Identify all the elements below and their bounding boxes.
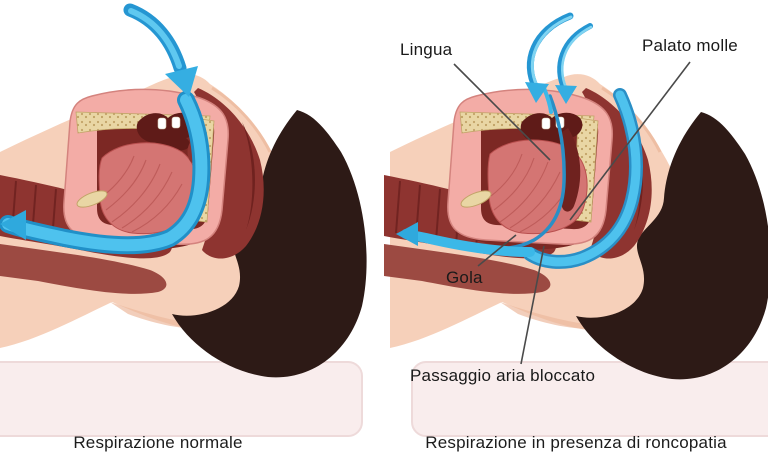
leader-line-passaggio bbox=[520, 245, 545, 365]
teeth bbox=[157, 116, 181, 130]
hair bbox=[172, 110, 367, 378]
airflow-arrowhead bbox=[396, 222, 418, 246]
panel-snoring-breathing: Lingua Palato molle Gola Passaggio aria … bbox=[384, 0, 768, 468]
snoring-breathing-illustration bbox=[384, 12, 768, 437]
normal-breathing-illustration bbox=[0, 3, 367, 437]
mouth-cross-section bbox=[447, 88, 614, 246]
snoring-inhale-arrows-icon bbox=[525, 12, 593, 104]
open-airway-flow bbox=[0, 91, 211, 255]
hair bbox=[576, 112, 768, 380]
chin-bone bbox=[460, 190, 492, 208]
chin-bone bbox=[76, 190, 108, 208]
blocked-airway-flow bbox=[396, 86, 643, 269]
leader-line-palato-molle bbox=[569, 61, 691, 221]
airflow-arrowhead bbox=[0, 210, 26, 240]
label-passaggio-aria-bloccato: Passaggio aria bloccato bbox=[410, 366, 596, 385]
leader-line-gola bbox=[477, 234, 517, 267]
pillow bbox=[411, 361, 768, 437]
caption-snoring-breathing: Respirazione in presenza di roncopatia bbox=[425, 433, 727, 452]
tongue-striations bbox=[490, 153, 571, 233]
label-palato-molle: Palato molle bbox=[642, 36, 738, 55]
pillow bbox=[0, 361, 363, 437]
leader-line-lingua bbox=[453, 63, 551, 161]
label-gola: Gola bbox=[446, 268, 483, 287]
label-lingua: Lingua bbox=[400, 40, 453, 59]
inhale-arrow-icon bbox=[123, 3, 198, 97]
caption-normal-breathing: Respirazione normale bbox=[73, 433, 243, 452]
panel-normal-breathing: Respirazione normale bbox=[0, 3, 367, 452]
